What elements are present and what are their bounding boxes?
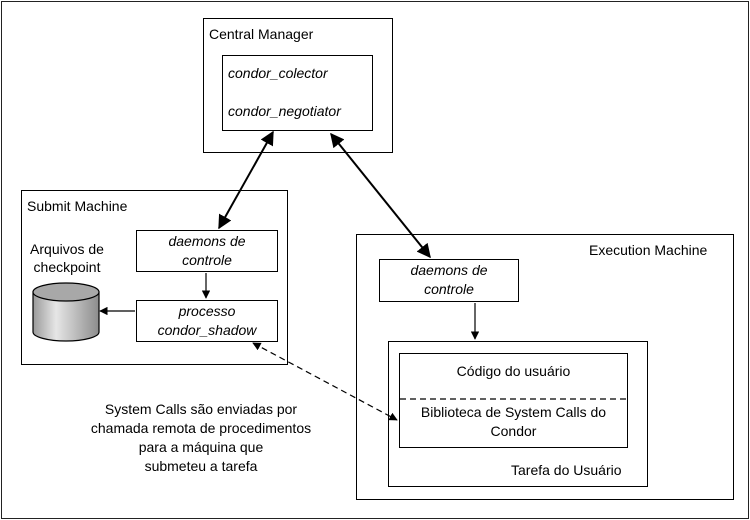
checkpoint-label-line1: Arquivos de	[30, 241, 104, 257]
submit-daemons-box	[136, 230, 278, 272]
execution-daemons-label: daemons de controle	[379, 261, 519, 299]
annotation-line3: para a máquina que	[138, 439, 264, 455]
user-code-label: Código do usuário	[456, 363, 571, 379]
submit-daemons-line1: daemons de	[168, 233, 246, 249]
user-program-box	[399, 353, 628, 448]
central-manager-daemons-box	[222, 55, 373, 131]
annotation-line1: System Calls são enviadas por	[104, 401, 298, 417]
execution-daemons-box	[379, 259, 519, 302]
submit-daemons-line2: controle	[182, 252, 232, 268]
checkpoint-label-line2: checkpoint	[33, 259, 101, 275]
execution-machine-title: Execution Machine	[589, 242, 708, 258]
submit-machine-title: Submit Machine	[27, 198, 128, 214]
system-calls-annotation: System Calls são enviadas por chamada re…	[66, 400, 336, 476]
annotation-line4: submeteu a tarefa	[144, 458, 258, 474]
condor-library-line1: Biblioteca de System Calls do	[420, 404, 607, 420]
condor-library-label: Biblioteca de System Calls do Condor	[399, 403, 628, 441]
user-task-label: Tarefa do Usuário	[511, 462, 622, 478]
checkpoint-label: Arquivos de checkpoint	[22, 240, 112, 276]
execution-daemons-line2: controle	[424, 281, 474, 297]
condor-shadow-box	[136, 300, 278, 342]
condor-shadow-label: processo condor_shadow	[136, 302, 278, 340]
condor-shadow-line1: processo	[178, 303, 236, 319]
condor-colector-label: condor_colector	[228, 65, 328, 81]
annotation-line2: chamada remota de procedimentos	[90, 420, 312, 436]
central-manager-title: Central Manager	[209, 26, 314, 42]
condor-shadow-line2: condor_shadow	[157, 322, 257, 338]
condor-library-line2: Condor	[490, 423, 537, 439]
submit-daemons-label: daemons de controle	[136, 232, 278, 270]
execution-daemons-line1: daemons de	[410, 262, 488, 278]
condor-negotiator-label: condor_negotiator	[228, 103, 341, 119]
